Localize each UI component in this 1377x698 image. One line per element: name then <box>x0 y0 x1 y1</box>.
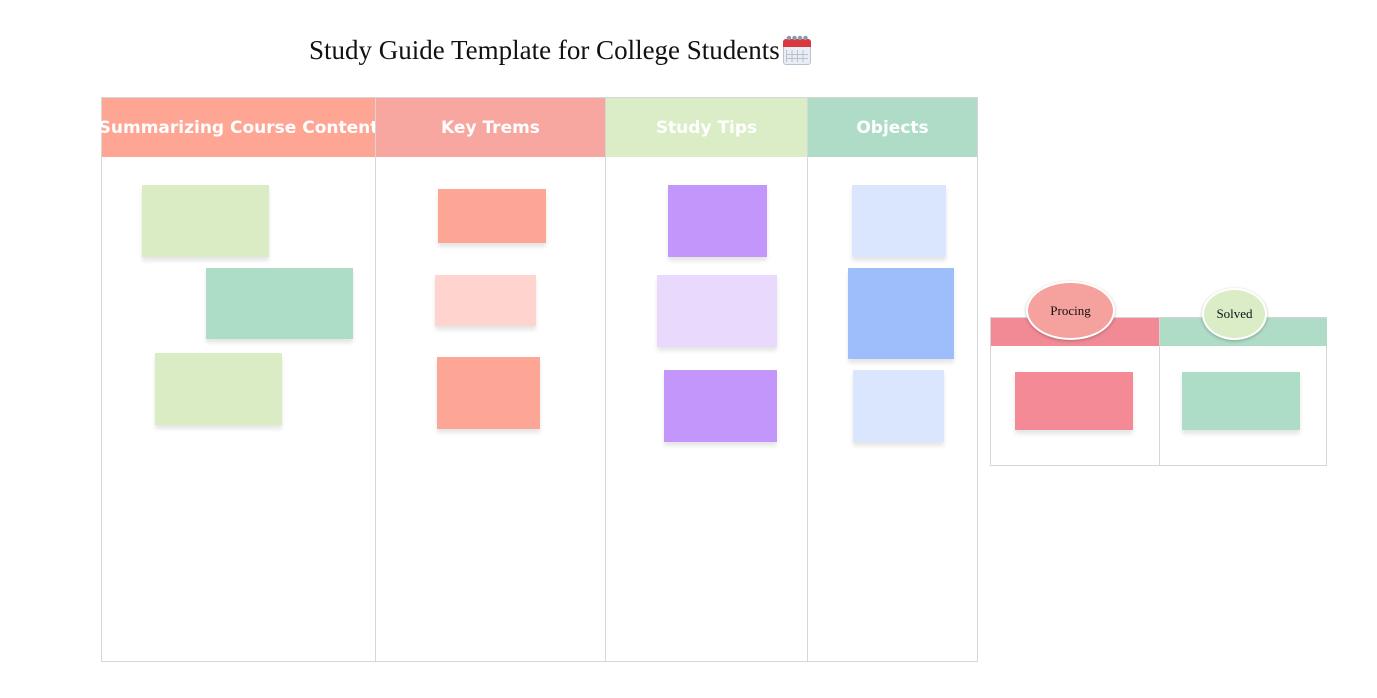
sticky-note[interactable] <box>853 370 944 442</box>
sticky-note[interactable] <box>852 185 946 257</box>
sticky-note[interactable] <box>437 357 540 429</box>
sticky-note[interactable] <box>206 268 353 339</box>
status-bubble-solved[interactable]: Solved <box>1202 288 1267 340</box>
study-board: Summarizing Course Content Key Trems Stu… <box>99 97 978 662</box>
sticky-note[interactable] <box>664 370 777 442</box>
column-summarizing-course-content: Summarizing Course Content <box>99 98 378 661</box>
sticky-note[interactable] <box>848 268 954 359</box>
column-objects: Objects <box>807 98 977 661</box>
sticky-note[interactable] <box>668 185 767 257</box>
column-header-label: Study Tips <box>655 117 758 138</box>
column-header[interactable]: Summarizing Course Content <box>99 98 378 157</box>
page-title-text: Study Guide Template for College Student… <box>309 35 780 65</box>
status-bubble-label: Solved <box>1216 306 1253 321</box>
status-bubble-procing[interactable]: Procing <box>1026 281 1115 340</box>
sticky-note[interactable] <box>657 275 777 347</box>
sticky-note[interactable] <box>155 353 282 425</box>
status-procing <box>991 318 1159 465</box>
sticky-note[interactable] <box>438 189 546 243</box>
sticky-note[interactable] <box>142 185 269 257</box>
column-header-label: Summarizing Course Content <box>98 117 379 138</box>
column-header-label: Key Trems <box>441 117 540 138</box>
column-header[interactable]: Key Trems <box>376 98 605 157</box>
column-header[interactable]: Objects <box>808 98 977 157</box>
status-bubble-label: Procing <box>1050 302 1091 318</box>
column-key-trems: Key Trems <box>375 98 605 661</box>
column-header[interactable]: Study Tips <box>606 98 807 157</box>
page-title: Study Guide Template for College Student… <box>309 30 812 70</box>
status-panel <box>990 317 1327 466</box>
status-solved <box>1159 318 1327 465</box>
sticky-note[interactable] <box>1015 372 1133 430</box>
sticky-note[interactable] <box>1182 372 1300 430</box>
calendar-icon <box>782 34 812 66</box>
sticky-note[interactable] <box>435 275 536 326</box>
column-header-label: Objects <box>856 117 929 138</box>
column-study-tips: Study Tips <box>605 98 807 661</box>
